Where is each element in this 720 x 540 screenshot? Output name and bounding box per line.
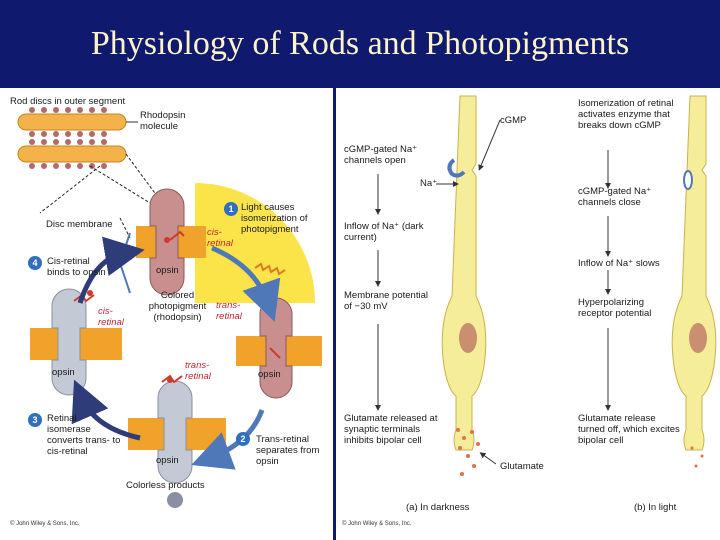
step-1-badge: 1 (224, 202, 238, 216)
opsin-top-label: opsin (156, 265, 179, 276)
step-1-text: Light causes isomerization of photopigme… (241, 202, 308, 235)
rhodopsin-cycle-figure: Rod discs in outer segment Rhodopsin mol… (0, 88, 333, 540)
light-step-3: Inflow of Na⁺ slows (578, 258, 660, 269)
dark-step-2: Inflow of Na⁺ (dark current) (344, 221, 424, 243)
light-ray-icon (254, 262, 286, 276)
step-2-badge: 2 (236, 432, 250, 446)
light-step-4: Hyperpolarizing receptor potential (578, 297, 652, 319)
slide-title: Physiology of Rods and Photopigments (90, 25, 630, 62)
light-step-2: cGMP-gated Na⁺ channels close (578, 186, 652, 208)
rhodopsin-colored-icon (136, 188, 206, 296)
trans-retinal-label: trans-retinal (216, 300, 242, 322)
cis-retinal-label: cis-retinal (207, 227, 233, 249)
colored-photopigment-label: Colored photopigment (rhodopsin) (148, 290, 207, 323)
light-step-1: Isomerization of retinal activates enzym… (578, 98, 674, 131)
step-3-badge: 3 (28, 413, 42, 427)
rod-discs-icon (17, 107, 138, 169)
darkness-caption: (a) In darkness (406, 502, 470, 513)
opsin-left-icon (30, 288, 122, 396)
rod-discs-label: Rod discs in outer segment (10, 96, 126, 107)
na-label: Na⁺ (420, 178, 438, 189)
disc-membrane-label: Disc membrane (46, 219, 113, 230)
cis-retinal-free-label: cis-retinal (98, 306, 124, 328)
cycle-arrow-3 (71, 379, 141, 441)
rhodopsin-label: Rhodopsin molecule (140, 110, 186, 132)
rod-cell-light-icon (671, 95, 717, 468)
cycle-arrow-4 (77, 236, 145, 304)
cgmp-label: cGMP (500, 115, 527, 126)
dark-step-1: cGMP-gated Na⁺ channels open (344, 144, 418, 166)
glutamate-label: Glutamate (500, 461, 544, 472)
opsin-bottom-label: opsin (156, 455, 179, 466)
step-2-text: Trans-retinal separates from opsin (256, 434, 320, 467)
opsin-right-label: opsin (258, 369, 281, 380)
dark-step-3: Membrane potential of −30 mV (344, 290, 428, 312)
dark-light-figure: cGMP Na⁺ cGMP-gated Na⁺ channels open In… (336, 88, 720, 540)
rod-cell-darkness-icon (441, 95, 487, 476)
rhodopsin-cycle-illustration (17, 107, 322, 508)
colorless-products-label: Colorless products (126, 480, 205, 491)
light-step-5: Glutamate release turned off, which exci… (578, 413, 680, 446)
step-4-text: Cis-retinal binds to opsin (47, 256, 106, 278)
cycle-arrow-1 (211, 245, 281, 322)
dark-step-4: Glutamate released at synaptic terminals… (344, 413, 438, 446)
rod-cells-illustration (375, 95, 717, 476)
step-3-text: Retinal isomerase converts trans- to cis… (47, 413, 121, 457)
step-4-badge: 4 (28, 256, 42, 270)
left-copyright: © John Wiley & Sons, Inc. (10, 521, 80, 527)
opsin-left-label: opsin (52, 367, 75, 378)
right-copyright: © John Wiley & Sons, Inc. (342, 521, 412, 527)
trans-retinal-free-label: trans-retinal (185, 360, 211, 382)
light-caption: (b) In light (634, 502, 677, 513)
